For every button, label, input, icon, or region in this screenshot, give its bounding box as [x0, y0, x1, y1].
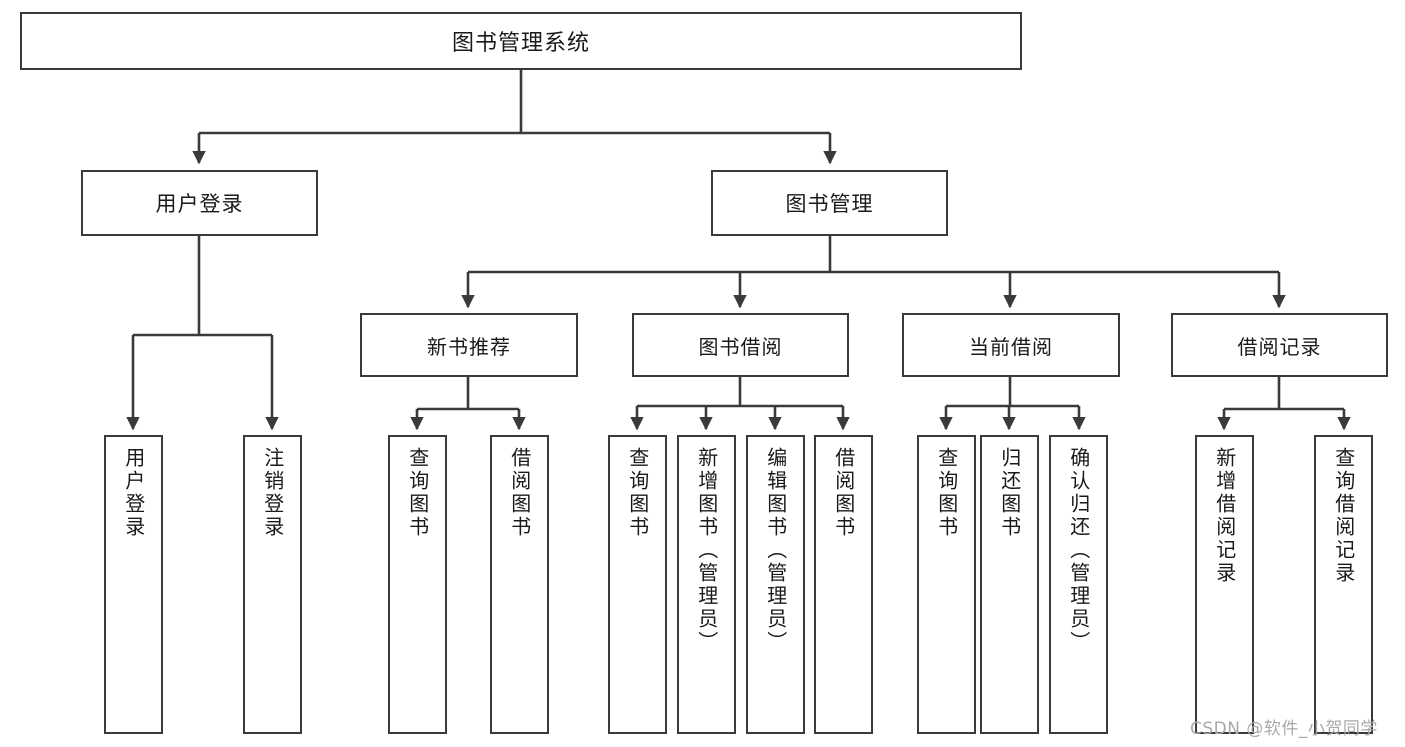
node-label: 查询借阅记录 — [1331, 447, 1356, 585]
node-label: 注销登录 — [260, 447, 285, 539]
node-label: 新书推荐 — [427, 334, 511, 359]
node-label: 借阅图书 — [507, 447, 532, 539]
node-leaf-query-book-recommend[interactable]: 查询图书 — [388, 435, 447, 734]
node-leaf-logout-login[interactable]: 注销登录 — [243, 435, 302, 734]
node-leaf-add-borrow-record[interactable]: 新增借阅记录 — [1195, 435, 1254, 734]
node-book-borrow[interactable]: 图书借阅 — [632, 313, 849, 377]
node-leaf-edit-book-admin[interactable]: 编辑图书（管理员） — [746, 435, 805, 734]
node-user-login[interactable]: 用户登录 — [81, 170, 318, 236]
node-leaf-borrow-book-recommend[interactable]: 借阅图书 — [490, 435, 549, 734]
node-label: 归还图书 — [997, 447, 1022, 539]
node-leaf-user-login[interactable]: 用户登录 — [104, 435, 163, 734]
node-label: 借阅图书 — [831, 447, 856, 539]
node-leaf-query-borrow-record[interactable]: 查询借阅记录 — [1314, 435, 1373, 734]
node-label: 查询图书 — [625, 447, 650, 539]
csdn-watermark: CSDN @软件_小贺同学 — [1190, 719, 1378, 739]
node-book-management[interactable]: 图书管理 — [711, 170, 948, 236]
node-label: 新增借阅记录 — [1212, 447, 1237, 585]
node-label: 编辑图书（管理员） — [763, 447, 788, 654]
node-label: 图书借阅 — [698, 334, 783, 359]
node-leaf-borrow-book[interactable]: 借阅图书 — [814, 435, 873, 734]
node-label: 图书管理 — [785, 192, 874, 216]
node-leaf-return-book[interactable]: 归还图书 — [980, 435, 1039, 734]
node-label: 查询图书 — [934, 447, 959, 539]
node-book-management-system[interactable]: 图书管理系统 — [20, 12, 1022, 70]
node-label: 确认归还（管理员） — [1066, 447, 1091, 654]
node-label: 用户登录 — [155, 192, 244, 216]
node-label: 查询图书 — [405, 447, 430, 539]
node-label: 借阅记录 — [1237, 334, 1322, 359]
node-borrow-record[interactable]: 借阅记录 — [1171, 313, 1388, 377]
node-leaf-confirm-return-admin[interactable]: 确认归还（管理员） — [1049, 435, 1108, 734]
node-current-borrow[interactable]: 当前借阅 — [902, 313, 1120, 377]
node-label: 当前借阅 — [969, 334, 1053, 359]
node-leaf-query-book-current[interactable]: 查询图书 — [917, 435, 976, 734]
node-label: 图书管理系统 — [451, 31, 590, 56]
node-label: 新增图书（管理员） — [694, 447, 719, 654]
node-new-book-recommend[interactable]: 新书推荐 — [360, 313, 578, 377]
node-label: 用户登录 — [121, 447, 146, 539]
node-leaf-add-book-admin[interactable]: 新增图书（管理员） — [677, 435, 736, 734]
node-leaf-query-book-borrow[interactable]: 查询图书 — [608, 435, 667, 734]
